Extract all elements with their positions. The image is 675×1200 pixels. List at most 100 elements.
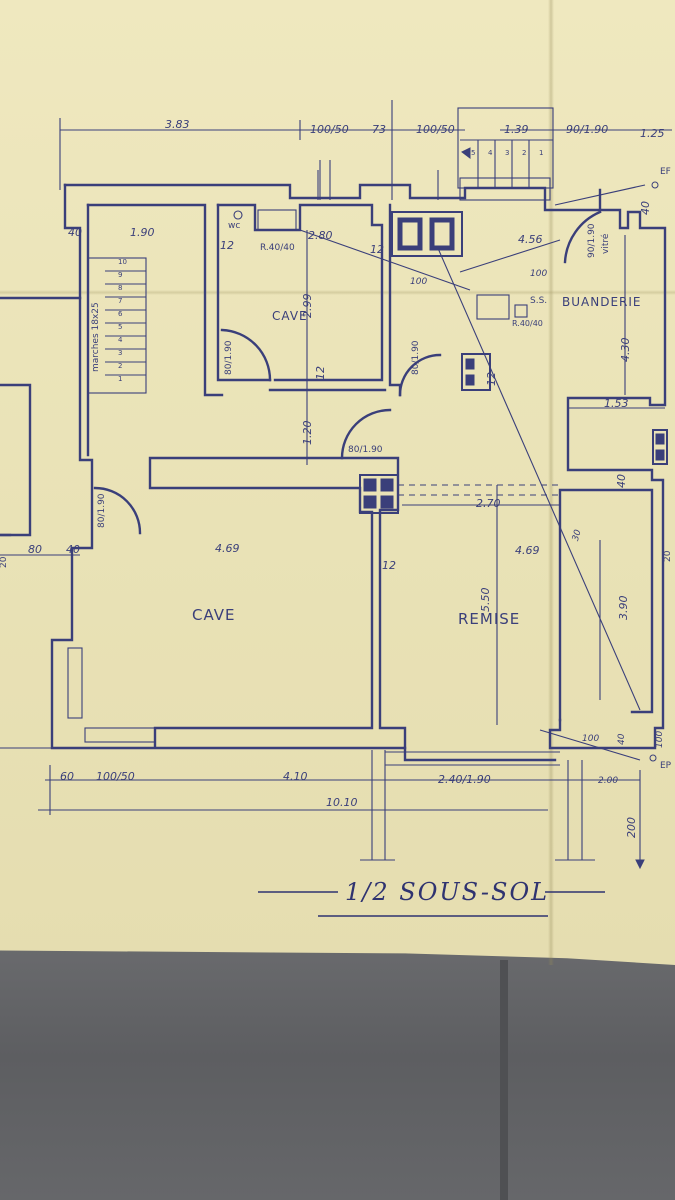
dim-270: 2.70 <box>476 497 501 510</box>
dim-120: 1.20 <box>301 420 314 446</box>
label-door-corridor: 80/1.90 <box>348 445 383 455</box>
dim-100-d: 100 <box>655 730 665 748</box>
wall-outer-top-left <box>63 183 602 212</box>
stair-left-step-number: 8 <box>118 284 123 292</box>
dim-60: 60 <box>60 770 74 783</box>
dim-153: 1.53 <box>604 397 629 410</box>
dim-469-l: 4.69 <box>215 542 240 555</box>
stair-left-treads <box>105 270 146 376</box>
dim-200-v: 200 <box>625 817 638 838</box>
wall-right-outer <box>548 188 667 750</box>
dim-550: 5.50 <box>479 587 492 613</box>
chimney-blocks <box>359 147 668 870</box>
door-arc-corridor <box>340 408 392 460</box>
diagonal-guide-ef <box>554 184 646 206</box>
stair-left <box>87 257 147 394</box>
dim-40-tl: 40 <box>68 226 82 239</box>
dim-20: 20 <box>663 550 673 562</box>
dim-299: 2.99 <box>301 293 314 319</box>
stair-left-step-number: 4 <box>118 336 123 344</box>
dim-280: 2.80 <box>308 229 333 242</box>
stair-left-step-number: 10 <box>118 258 127 266</box>
floor-tile-seam <box>500 960 508 1200</box>
ss-small-box <box>514 304 528 318</box>
blueprint-sheet <box>0 0 675 965</box>
window-left <box>67 647 83 719</box>
ef-marker <box>651 181 659 189</box>
label-ep: EP <box>660 761 672 771</box>
diagonal-guide-1 <box>299 229 471 291</box>
diagonal-guide-2 <box>429 229 641 711</box>
plan-title: 1/2 SOUS-SOL <box>345 878 550 906</box>
wall-remise-right <box>558 488 654 722</box>
stair-top-treads <box>460 139 553 188</box>
dim-40-br: 40 <box>617 733 627 745</box>
wall-far-left-stub <box>0 383 32 537</box>
wc-bowl <box>233 210 243 220</box>
wall-outer-left <box>50 183 407 750</box>
dim-12-b: 12 <box>370 243 384 256</box>
door-arc-stair <box>398 353 442 397</box>
dim-469-r: 4.69 <box>515 544 540 557</box>
dim-456: 4.56 <box>518 233 543 246</box>
room-label-cave-large: CAVE <box>192 606 236 624</box>
dim-12-a: 12 <box>220 239 234 252</box>
paper-fold-vertical <box>548 0 554 965</box>
stair-left-step-number: 5 <box>118 323 123 331</box>
wall-bottom-right <box>403 746 557 762</box>
dim-125: 1.25 <box>640 127 665 140</box>
label-ss: S.S. <box>530 296 548 306</box>
dim-383: 3.83 <box>165 118 190 131</box>
door-arc-cave-small <box>220 328 272 382</box>
stair-top-step-number: 5 <box>471 149 476 157</box>
dim-10050-bot: 100/50 <box>96 770 135 783</box>
dim-12-e: 12 <box>382 559 396 572</box>
wall-cave-small-top <box>216 203 384 382</box>
dim-12-d: 12 <box>485 372 498 386</box>
door-arc-cave-large <box>93 486 142 535</box>
stair-top-step-number: 1 <box>539 149 544 157</box>
dim-190: 1.90 <box>130 226 155 239</box>
label-rv: R.40/40 <box>260 243 295 253</box>
dim-90190: 90/1.90 <box>566 123 609 136</box>
dim-1010: 10.10 <box>326 796 358 809</box>
label-wc: wc <box>228 221 241 231</box>
diagonal-guide-4 <box>539 729 641 761</box>
dim-20b: 20 <box>0 556 9 568</box>
dim-40-l: 40 <box>66 543 80 556</box>
label-stair-marches: marches 18x25 <box>91 302 101 372</box>
label-door-cave-large: 80/1.90 <box>97 493 107 528</box>
stair-landing <box>459 177 551 201</box>
dim-40-r: 40 <box>615 474 628 488</box>
door-arc-buanderie <box>563 210 602 264</box>
dim-100-a: 100 <box>410 277 428 287</box>
wall-inner-left-top <box>86 203 224 397</box>
window-bottom <box>84 727 156 743</box>
stair-left-step-number: 9 <box>118 271 123 279</box>
room-label-buanderie: BUANDERIE <box>562 295 642 309</box>
paper-fold-horizontal <box>0 290 675 295</box>
floor-plan-drawing <box>0 100 672 917</box>
room-label-cave-small: CAVE <box>272 309 308 323</box>
dim-40-tr: 40 <box>639 201 652 215</box>
stair-top-step-number: 4 <box>488 149 493 157</box>
label-ss-sub: R.40/40 <box>512 319 543 328</box>
stair-left-step-number: 6 <box>118 310 123 318</box>
dim-80: 80 <box>28 543 42 556</box>
label-ef: EF <box>660 167 671 177</box>
dim-390: 3.90 <box>617 595 630 621</box>
dim-12-c: 12 <box>314 366 327 380</box>
stair-top-step-number: 3 <box>505 149 510 157</box>
dim-100-c: 100 <box>582 734 600 744</box>
wall-cave-small-left <box>216 203 272 382</box>
dim-430: 4.30 <box>619 337 632 363</box>
dim-10050-top: 100/50 <box>310 123 349 136</box>
dim-73: 73 <box>372 123 386 136</box>
stair-left-step-number: 2 <box>118 362 123 370</box>
diagonal-guide-3 <box>459 239 561 273</box>
dim-10050-top2: 100/50 <box>416 123 455 136</box>
stair-left-step-number: 3 <box>118 349 123 357</box>
ep-marker <box>649 754 657 762</box>
label-door-cave-small: 80/1.90 <box>224 340 234 375</box>
label-vitre: vitré <box>601 233 611 254</box>
